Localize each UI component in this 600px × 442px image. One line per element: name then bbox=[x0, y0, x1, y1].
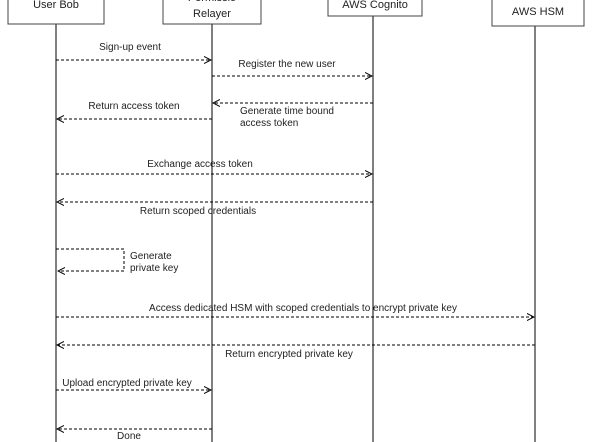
message-label: Return encrypted private key bbox=[225, 349, 353, 360]
message-label: private key bbox=[130, 263, 178, 274]
message-2: Register the new user bbox=[212, 59, 372, 76]
message-label: Return scoped credentials bbox=[140, 206, 256, 217]
message-label: access token bbox=[240, 118, 298, 129]
message-label: Generate bbox=[130, 251, 172, 262]
message-10: Upload encrypted private key bbox=[56, 378, 211, 390]
message-arrow bbox=[56, 248, 125, 271]
message-label: Return access token bbox=[88, 101, 179, 112]
participant-label-relayer: Permissio bbox=[188, 0, 236, 4]
message-9: Return encrypted private key bbox=[57, 345, 535, 360]
message-11: Done bbox=[57, 429, 212, 442]
message-label: Exchange access token bbox=[147, 159, 253, 170]
message-5: Exchange access token bbox=[56, 159, 372, 174]
message-4: Return access token bbox=[57, 101, 212, 119]
message-label: Upload encrypted private key bbox=[62, 378, 192, 389]
participant-hsm: AWS HSM bbox=[491, 0, 585, 27]
participant-label-cognito: AWS Cognito bbox=[342, 0, 408, 11]
message-label: Register the new user bbox=[238, 59, 336, 70]
message-6: Return scoped credentials bbox=[57, 202, 373, 217]
message-8: Access dedicated HSM with scoped credent… bbox=[56, 303, 534, 317]
message-label: Done bbox=[117, 431, 141, 442]
message-label: Access dedicated HSM with scoped credent… bbox=[149, 303, 457, 314]
participant-box-relayer bbox=[162, 0, 262, 25]
participant-label-bob: User Bob bbox=[33, 0, 79, 11]
participant-label-relayer: Relayer bbox=[193, 8, 231, 20]
participant-box-cognito bbox=[327, 0, 423, 17]
participant-cognito: AWS Cognito bbox=[327, 0, 423, 17]
message-label: Sign-up event bbox=[99, 42, 161, 53]
message-label: Generate time bound bbox=[240, 106, 334, 117]
participant-relayer: PermissioRelayer bbox=[162, 0, 262, 25]
message-1: Sign-up event bbox=[56, 42, 211, 60]
participant-box-hsm bbox=[491, 0, 585, 27]
participant-bob: User Bob bbox=[7, 0, 105, 25]
participant-box-bob bbox=[7, 0, 105, 25]
participant-label-hsm: AWS HSM bbox=[512, 6, 564, 18]
